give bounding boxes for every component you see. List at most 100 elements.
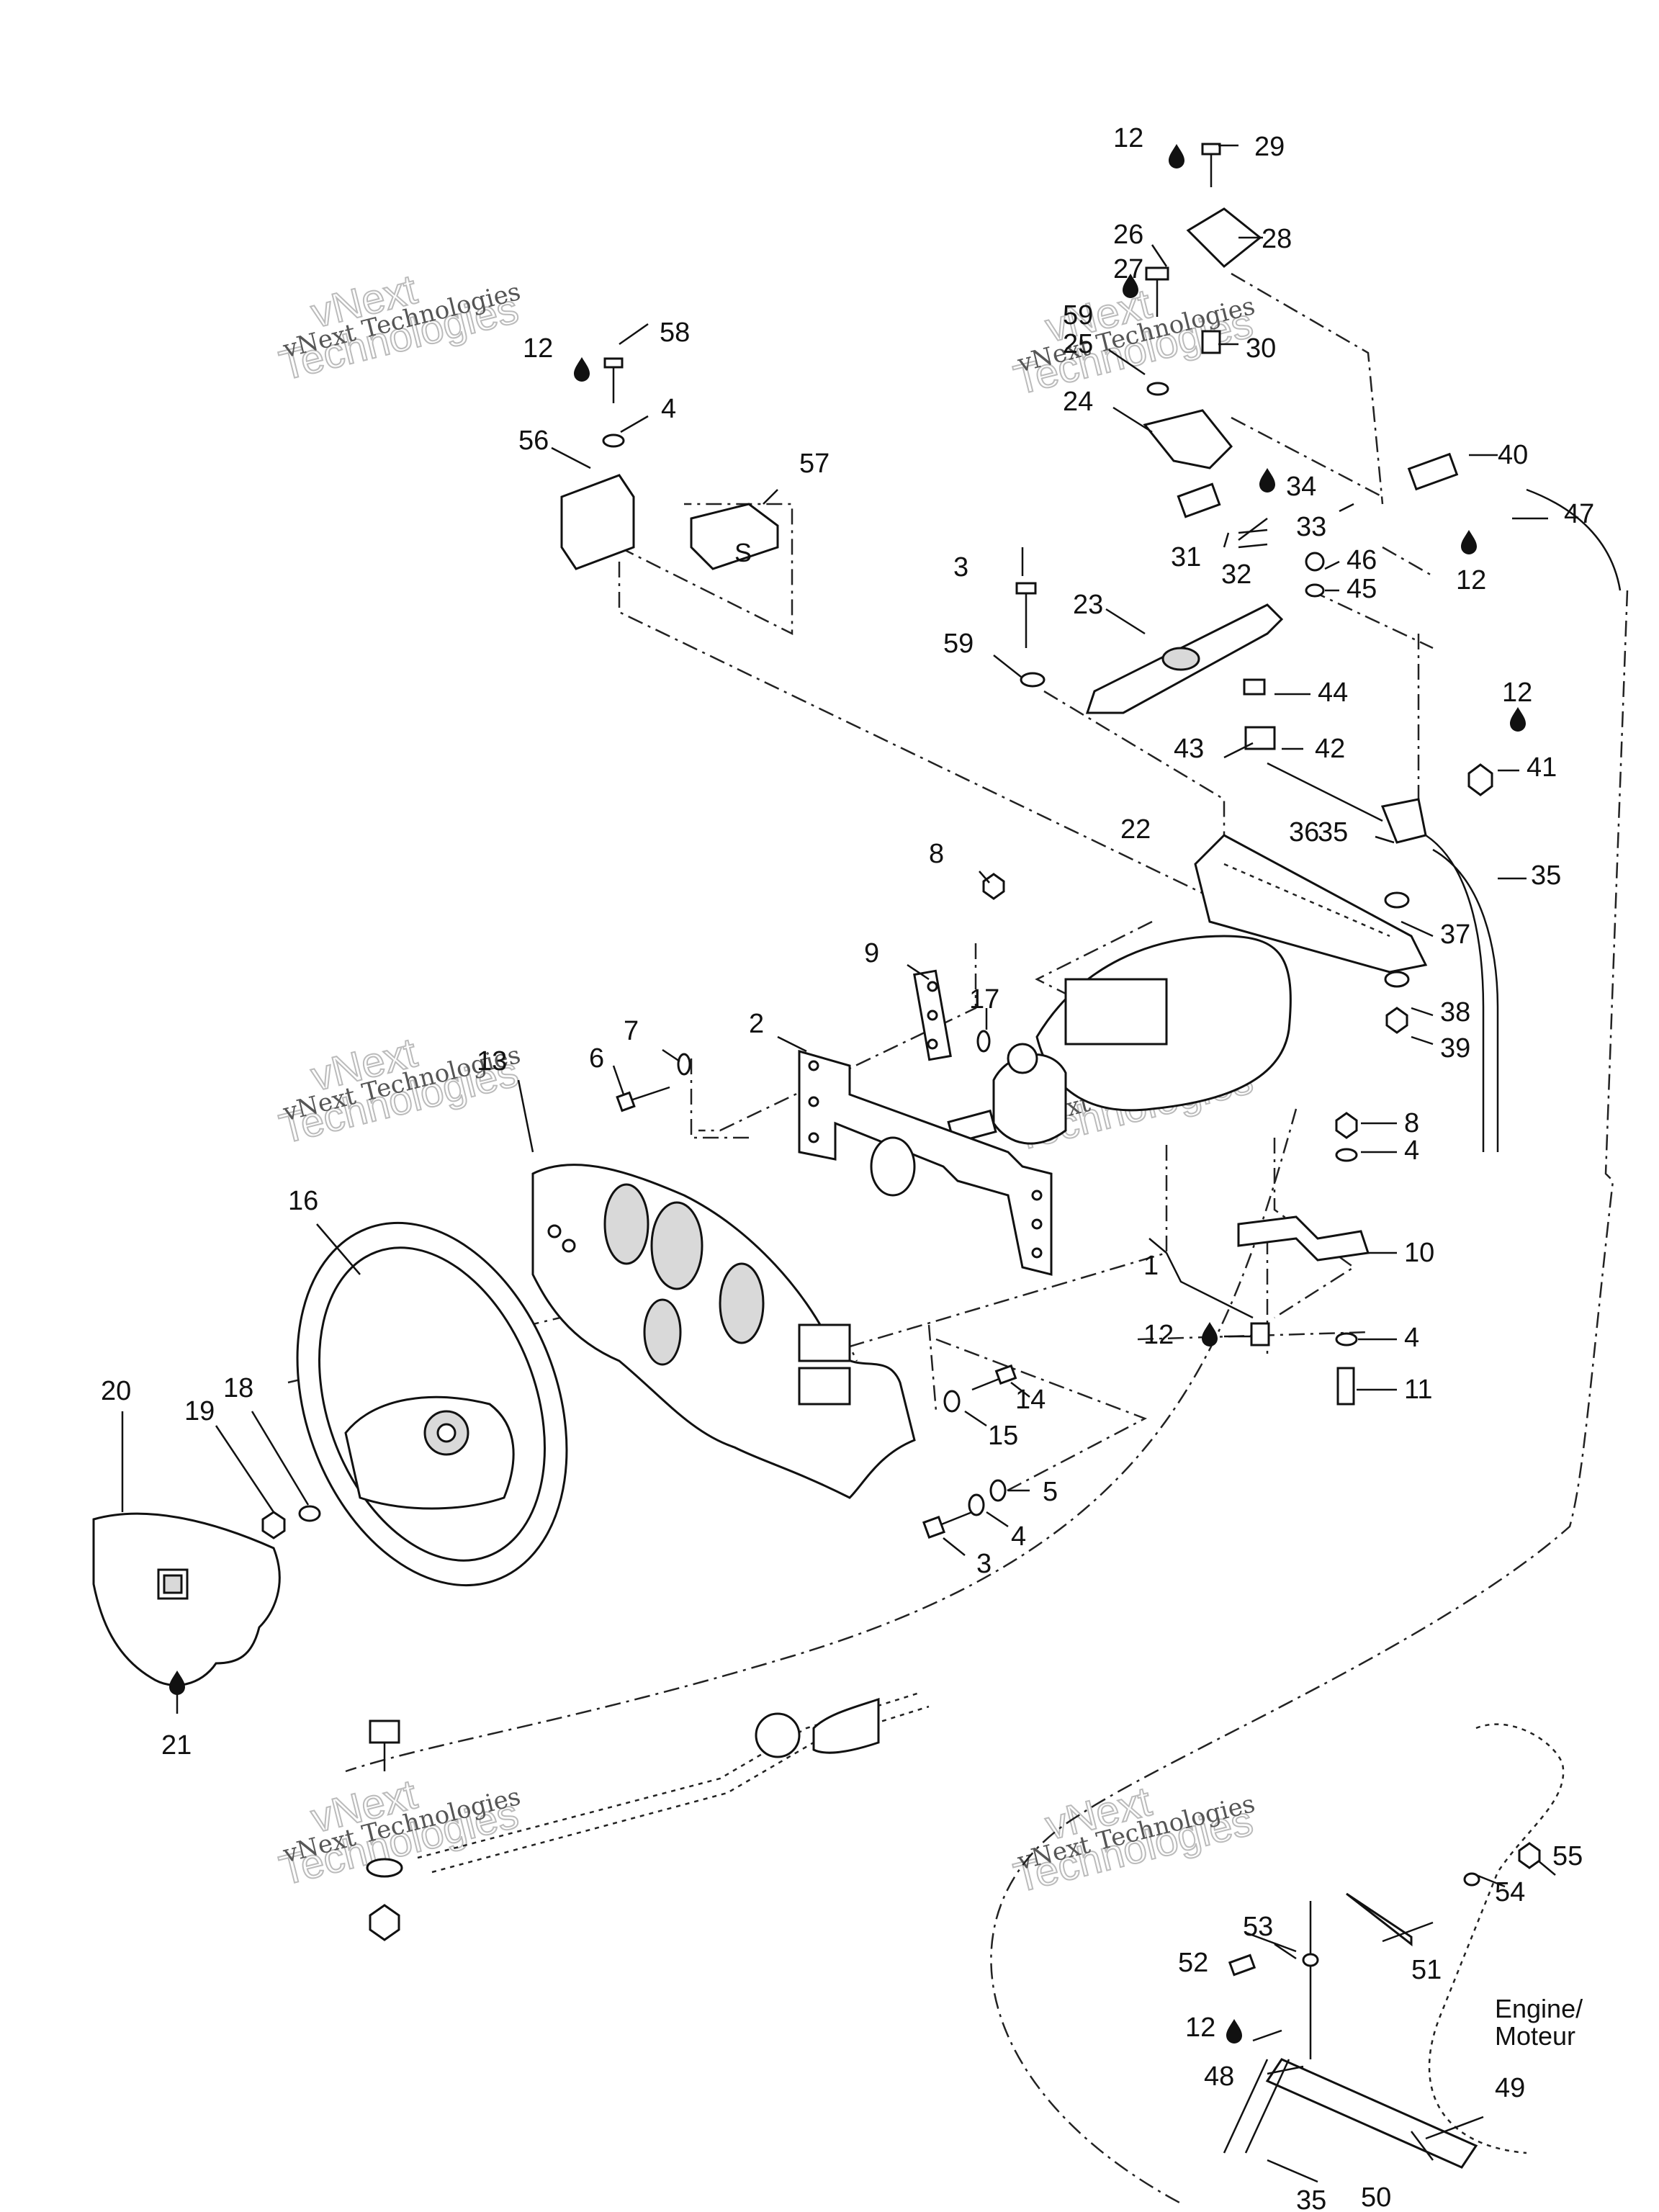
callout-10: 10 — [1404, 1238, 1434, 1268]
callout-31: 31 — [1171, 542, 1201, 572]
upper-bracket-assembly — [1085, 207, 1428, 974]
callout-4: 4 — [1011, 1521, 1026, 1552]
callout-25: 25 — [1063, 329, 1093, 359]
callout-50: 50 — [1361, 2182, 1391, 2212]
callout-4: 4 — [661, 394, 676, 424]
lower-cable-shaft — [417, 1691, 930, 1874]
callout-16: 16 — [288, 1186, 318, 1216]
callout-12: 12 — [523, 333, 553, 364]
callout-6: 6 — [589, 1043, 604, 1074]
callout-9: 9 — [864, 938, 879, 968]
callout-32: 32 — [1221, 559, 1251, 590]
lubricant-drop-icon — [1226, 2019, 1242, 2044]
spacer-bar — [913, 969, 952, 1061]
callout-39: 39 — [1440, 1033, 1470, 1064]
callout-12: 12 — [1143, 1320, 1174, 1350]
callout-37: 37 — [1440, 920, 1470, 950]
callout-40: 40 — [1498, 440, 1528, 470]
callout-12: 12 — [1113, 123, 1143, 153]
watermark: Technologies vNext vNext Technologies — [274, 265, 523, 390]
callout-8: 8 — [929, 839, 944, 869]
callout-51: 51 — [1411, 1955, 1442, 1985]
engine-linkage: Engine/ Moteur — [1223, 1723, 1583, 2169]
callout-14: 14 — [1015, 1385, 1046, 1415]
callout-12: 12 — [1185, 2013, 1215, 2043]
block-mark: S — [734, 538, 752, 567]
callout-59: 59 — [943, 629, 974, 659]
callout-34: 34 — [1286, 472, 1316, 502]
callout-56: 56 — [518, 426, 549, 456]
callout-2: 2 — [749, 1009, 764, 1039]
callout-20: 20 — [101, 1376, 131, 1406]
callout-52: 52 — [1178, 1948, 1208, 1978]
steering-wheel — [296, 1221, 568, 1587]
callout-19: 19 — [184, 1396, 215, 1426]
callout-22: 22 — [1120, 814, 1151, 845]
callout-35: 35 — [1296, 2185, 1326, 2212]
callout-53: 53 — [1243, 1912, 1273, 1942]
steering-cable — [1267, 488, 1622, 1152]
lubricant-drop-icon — [574, 357, 590, 382]
callout-27: 27 — [1113, 254, 1143, 284]
callout-36: 36 — [1289, 817, 1319, 848]
watermark: Technologies vNext vNext Technologies — [1009, 1777, 1258, 1902]
watermark: Technologies vNext vNext Technologies — [274, 1028, 523, 1154]
callout-13: 13 — [477, 1046, 507, 1076]
callout-35: 35 — [1531, 860, 1561, 891]
callout-4: 4 — [1404, 1323, 1419, 1353]
callout-54: 54 — [1495, 1877, 1525, 1907]
callout-59: 59 — [1063, 300, 1093, 331]
callout-29: 29 — [1254, 132, 1285, 162]
callout-26: 26 — [1113, 220, 1143, 250]
callout-1: 1 — [1143, 1251, 1159, 1281]
callout-58: 58 — [660, 318, 690, 348]
callout-38: 38 — [1440, 997, 1470, 1028]
callout-44: 44 — [1318, 678, 1348, 708]
callout-28: 28 — [1262, 224, 1292, 254]
callout-15: 15 — [988, 1421, 1018, 1451]
callout-21: 21 — [161, 1730, 192, 1761]
callout-45: 45 — [1346, 574, 1377, 604]
gear-box: S — [560, 474, 779, 570]
callout-11: 11 — [1404, 1375, 1432, 1405]
callout-12: 12 — [1502, 678, 1532, 708]
lubricant-drop-icon — [1259, 468, 1275, 493]
callout-5: 5 — [1043, 1477, 1058, 1507]
callout-48: 48 — [1204, 2062, 1234, 2092]
lubricant-drop-icon — [1169, 144, 1184, 168]
callout-47: 47 — [1564, 499, 1594, 529]
mounting-plate — [798, 1050, 1053, 1276]
callout-46: 46 — [1346, 545, 1377, 575]
helm-pump — [947, 935, 1292, 1145]
callouts: 1 2 3 3 4 4 4 4 5 6 7 8 8 9 10 11 12 12 … — [101, 123, 1594, 2212]
callout-12: 12 — [1456, 565, 1486, 595]
callout-43: 43 — [1174, 734, 1204, 764]
callout-35: 35 — [1318, 817, 1348, 848]
lubricant-drop-icon — [1510, 707, 1526, 732]
callout-3: 3 — [953, 552, 968, 583]
callout-30: 30 — [1246, 333, 1276, 364]
callout-42: 42 — [1315, 734, 1345, 764]
callout-57: 57 — [799, 449, 830, 479]
callout-55: 55 — [1552, 1841, 1583, 1871]
callout-18: 18 — [223, 1373, 253, 1403]
lubricant-drop-icon — [1461, 530, 1477, 554]
callout-7: 7 — [624, 1016, 639, 1046]
callout-33: 33 — [1296, 512, 1326, 542]
steering-nut-washer — [261, 1505, 321, 1539]
engine-label-line2: Moteur — [1495, 2021, 1575, 2051]
lubricant-drop-icon — [1202, 1322, 1218, 1346]
callout-3: 3 — [976, 1549, 992, 1579]
callout-24: 24 — [1063, 387, 1093, 417]
engine-label-line1: Engine/ — [1495, 1994, 1583, 2023]
callout-8: 8 — [1404, 1108, 1419, 1138]
callout-17: 17 — [969, 984, 999, 1015]
horn-pad — [92, 1512, 281, 1686]
leader-lines — [121, 144, 1556, 2183]
callout-49: 49 — [1495, 2073, 1525, 2103]
callout-4: 4 — [1404, 1136, 1419, 1166]
hardware — [366, 143, 1541, 1977]
instrument-panel — [531, 1164, 916, 1499]
callout-23: 23 — [1073, 590, 1103, 620]
